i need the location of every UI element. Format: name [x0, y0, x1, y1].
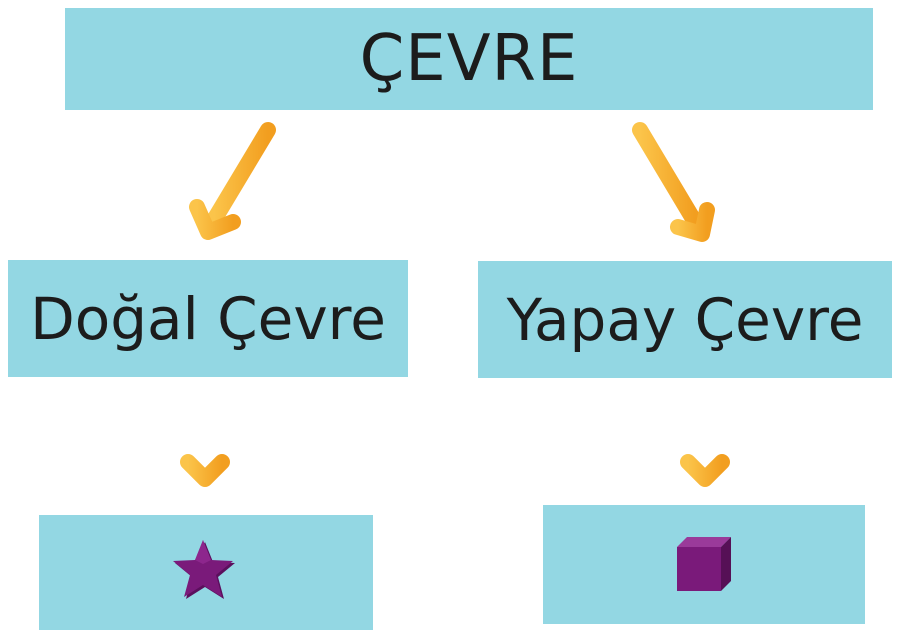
natural-environment-label: Doğal Çevre [30, 284, 386, 353]
artificial-example-box [543, 505, 865, 624]
star-icon [173, 539, 235, 599]
natural-environment-box: Doğal Çevre [8, 260, 408, 377]
arrow-root-to-artificial [632, 122, 715, 242]
arrow-artificial-to-example [680, 394, 730, 487]
cube-icon [677, 536, 731, 591]
natural-example-box [39, 515, 373, 630]
artificial-environment-label: Yapay Çevre [506, 285, 864, 354]
root-label: ÇEVRE [359, 22, 579, 96]
root-box: ÇEVRE [65, 8, 873, 110]
arrow-root-to-natural [189, 122, 276, 240]
arrow-natural-to-example [180, 394, 230, 487]
artificial-environment-box: Yapay Çevre [478, 261, 892, 378]
